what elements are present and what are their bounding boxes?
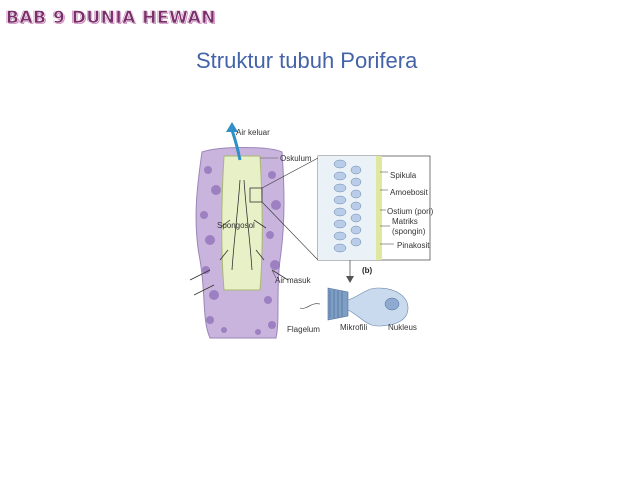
sponge-spots bbox=[200, 166, 281, 335]
water-out-arrowhead bbox=[226, 122, 238, 132]
header-label: BAB 9 DUNIA HEWAN bbox=[6, 8, 216, 29]
slide-title: Struktur tubuh Porifera bbox=[196, 48, 418, 73]
water-in-arrows bbox=[189, 269, 289, 296]
label-matriks: Matriks bbox=[392, 217, 418, 226]
label-mikrofili: Mikrofili bbox=[340, 323, 367, 332]
label-air-masuk: Air masuk bbox=[275, 276, 312, 285]
label-leaders bbox=[260, 157, 394, 279]
label-amoebosit: Amoebosit bbox=[390, 188, 429, 197]
zoom-box bbox=[249, 187, 263, 203]
porifera-illustration bbox=[189, 122, 431, 339]
label-panel-b: (b) bbox=[362, 266, 373, 275]
choanocyte-detail bbox=[299, 287, 409, 327]
label-spongin: (spongin) bbox=[392, 227, 426, 236]
label-pinakosit: Pinakosit bbox=[397, 241, 430, 250]
diagram-labels: Air keluar Oskulum Spikula Amoebosit Ost… bbox=[217, 128, 434, 334]
porifera-diagram: Air keluar Oskulum Spikula Amoebosit Ost… bbox=[180, 120, 470, 350]
choanocyte-cells bbox=[333, 159, 362, 253]
spongocoel-cavity bbox=[221, 155, 263, 291]
label-spikula: Spikula bbox=[390, 171, 417, 180]
label-spongosol: Spongosol bbox=[217, 221, 255, 230]
label-nukleus: Nukleus bbox=[388, 323, 417, 332]
label-ostium: Ostium (pori) bbox=[387, 207, 434, 216]
inner-flow-arrows bbox=[219, 179, 267, 271]
matrix-layer bbox=[376, 156, 382, 260]
label-flagelum: Flagelum bbox=[287, 325, 320, 334]
label-oskulum: Oskulum bbox=[280, 154, 312, 163]
water-out-arrow bbox=[230, 129, 242, 161]
detail-cells-bg bbox=[318, 156, 376, 260]
label-air-keluar: Air keluar bbox=[236, 128, 270, 137]
